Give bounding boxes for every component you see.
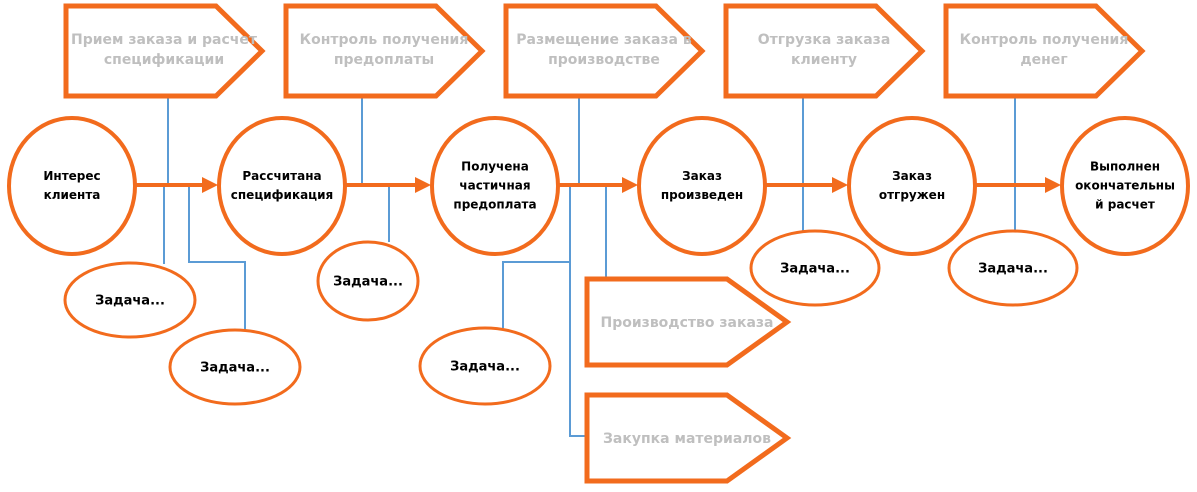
stage-label: спецификации — [104, 52, 224, 68]
task-node[interactable]: Задача... — [316, 240, 420, 322]
connector-line — [188, 185, 246, 330]
task-ellipse — [168, 328, 302, 406]
state-circle — [217, 116, 347, 256]
stage-label: производстве — [548, 52, 660, 68]
stage-pentagon — [283, 3, 486, 99]
state-label: клиента — [44, 188, 101, 202]
task-label: Задача... — [200, 361, 270, 376]
state-circle — [7, 116, 137, 256]
state-node[interactable]: Заказ произведен — [637, 116, 767, 256]
state-circle — [430, 116, 560, 256]
stage-label: Прием заказа и расчет — [71, 32, 258, 48]
task-ellipse — [947, 229, 1079, 307]
state-label: окончательны — [1075, 179, 1175, 193]
task-label: Задача... — [450, 360, 520, 375]
stage-pentagon — [723, 3, 926, 99]
state-label: частичная — [459, 179, 530, 193]
state-label: Заказ — [682, 169, 722, 183]
stage-shape[interactable]: Размещение заказа в производстве — [503, 3, 706, 99]
stage-pentagon — [503, 3, 706, 99]
state-circle — [637, 116, 767, 256]
task-label: Задача... — [978, 262, 1048, 277]
stage-label: Контроль получения — [960, 32, 1129, 48]
task-label: Задача... — [780, 262, 850, 277]
stage-shape[interactable]: Отгрузка заказа клиенту — [723, 3, 926, 99]
state-label: Интерес — [43, 169, 100, 183]
task-node[interactable]: Задача... — [418, 326, 552, 406]
state-label: Заказ — [892, 169, 932, 183]
state-label: спецификация — [231, 188, 333, 202]
state-node[interactable]: Интерес клиента — [7, 116, 137, 256]
substage-shape[interactable]: Закупка материалов — [584, 392, 792, 484]
state-label: произведен — [661, 188, 743, 202]
substage-pentagon — [584, 276, 792, 368]
stage-shape[interactable]: Контроль получения денег — [943, 3, 1146, 99]
state-node[interactable]: Заказ отгружен — [847, 116, 977, 256]
state-circle — [847, 116, 977, 256]
state-node[interactable]: Выполнен окончательны й расчет — [1060, 116, 1190, 256]
task-label: Задача... — [95, 294, 165, 309]
connector-line — [502, 261, 570, 328]
state-label: отгружен — [879, 188, 945, 202]
task-node[interactable]: Задача... — [63, 261, 197, 339]
substage-shape[interactable]: Производство заказа — [584, 276, 792, 368]
task-node[interactable]: Задача... — [168, 328, 302, 406]
task-label: Задача... — [333, 275, 403, 290]
stage-label: клиенту — [791, 52, 857, 68]
stage-label: денег — [1020, 52, 1067, 68]
stage-label: Отгрузка заказа — [758, 32, 891, 48]
substage-label: Производство заказа — [601, 315, 774, 331]
state-label: предоплата — [453, 198, 536, 212]
task-ellipse — [316, 240, 420, 322]
task-ellipse — [418, 326, 552, 406]
substage-label: Закупка материалов — [603, 431, 771, 447]
state-label: й расчет — [1095, 198, 1155, 212]
state-node[interactable]: Рассчитана спецификация — [217, 116, 347, 256]
connector-line — [569, 185, 588, 437]
state-label: Получена — [461, 160, 529, 174]
state-circle — [1060, 116, 1190, 256]
task-node[interactable]: Задача... — [749, 229, 881, 307]
state-label: Выполнен — [1090, 160, 1160, 174]
task-ellipse — [749, 229, 881, 307]
stage-label: Контроль получения — [300, 32, 469, 48]
stage-label: Размещение заказа в — [516, 32, 692, 48]
stage-pentagon — [943, 3, 1146, 99]
stage-shape[interactable]: Прием заказа и расчет спецификации — [63, 3, 266, 99]
state-node[interactable]: Получена частичная предоплата — [430, 116, 560, 256]
substage-pentagon — [584, 392, 792, 484]
task-ellipse — [63, 261, 197, 339]
stage-pentagon — [63, 3, 266, 99]
connectors — [163, 97, 1016, 437]
state-label: Рассчитана — [242, 169, 321, 183]
stage-shape[interactable]: Контроль получения предоплаты — [283, 3, 486, 99]
stage-label: предоплаты — [334, 52, 434, 68]
task-node[interactable]: Задача... — [947, 229, 1079, 307]
